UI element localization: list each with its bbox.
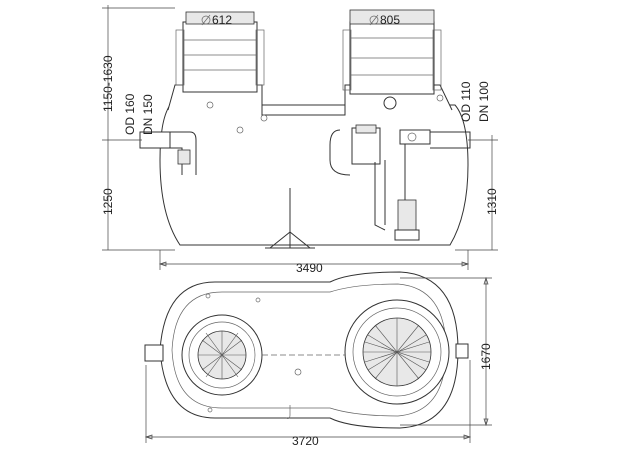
dim-height-right: 1310	[485, 188, 499, 215]
outlet-dn-label: DN 100	[477, 81, 491, 122]
outlet-od-label: OD 110	[459, 81, 473, 122]
left-riser	[175, 11, 265, 93]
diameter-symbol-icon	[201, 15, 211, 25]
inlet-od-label: OD 160	[123, 93, 137, 135]
diameter-symbol-icon	[369, 15, 379, 25]
outlet-stub-plan	[455, 343, 469, 359]
diameter-label-small-group: 612	[201, 13, 232, 27]
diameter-label-large: 805	[380, 13, 400, 27]
support-stand	[265, 188, 315, 249]
plan-dimensions	[144, 276, 492, 443]
dim-length-top: 3490	[296, 261, 323, 275]
dim-height-left: 1250	[101, 188, 115, 215]
dim-length-bottom: 3720	[292, 434, 319, 448]
inlet-dn-label: DN 150	[141, 94, 155, 135]
diameter-label-small: 612	[212, 13, 232, 27]
tank-hull-side	[159, 104, 469, 246]
dim-width-plan: 1670	[479, 343, 493, 370]
right-opening-plan	[344, 299, 450, 405]
diameter-label-large-group: 805	[369, 13, 400, 27]
plan-view	[144, 271, 469, 429]
right-riser	[342, 9, 442, 95]
dim-height-top: 1150-1630	[101, 55, 115, 112]
side-view	[139, 9, 471, 249]
inlet-stub-plan	[144, 344, 164, 362]
pump-assembly	[329, 96, 471, 241]
side-dimensions	[102, 5, 498, 270]
left-opening-plan	[181, 314, 263, 396]
